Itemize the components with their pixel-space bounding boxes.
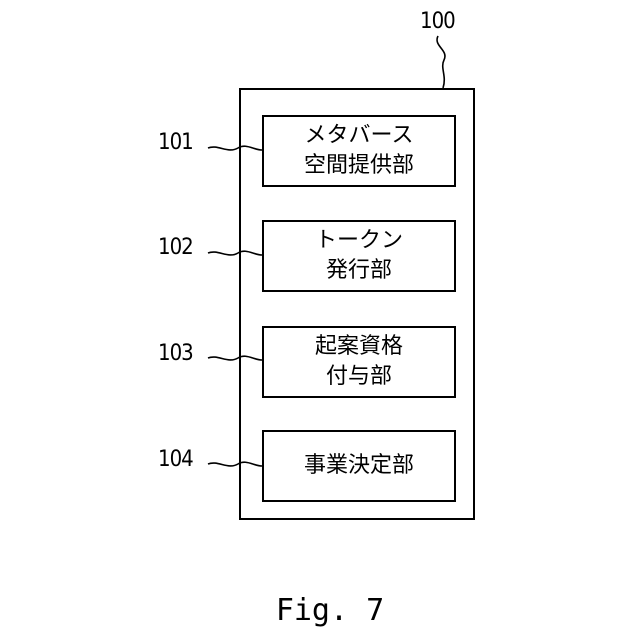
unit-label-line2: 付与部 (326, 362, 392, 392)
ref-label-101: 101 (158, 131, 193, 155)
unit-label-line1: 起案資格 (315, 332, 403, 362)
business-decision-box: 事業決定部 (262, 430, 456, 502)
proposal-qualification-granter-box: 起案資格 付与部 (262, 326, 456, 398)
metaverse-space-provider-box: メタバース 空間提供部 (262, 115, 456, 187)
unit-label-line1: メタバース (305, 121, 414, 151)
ref-label-103: 103 (158, 342, 193, 366)
figure-caption: Fig. 7 (0, 594, 640, 628)
unit-label-line2: 発行部 (326, 256, 392, 286)
unit-label-line1: トークン (315, 226, 403, 256)
leader-line-100 (437, 36, 445, 88)
unit-label-line1: 事業決定部 (304, 451, 414, 481)
ref-label-102: 102 (158, 236, 193, 260)
ref-label-100: 100 (420, 10, 455, 34)
token-issuer-box: トークン 発行部 (262, 220, 456, 292)
ref-label-104: 104 (158, 448, 193, 472)
unit-label-line2: 空間提供部 (304, 151, 414, 181)
